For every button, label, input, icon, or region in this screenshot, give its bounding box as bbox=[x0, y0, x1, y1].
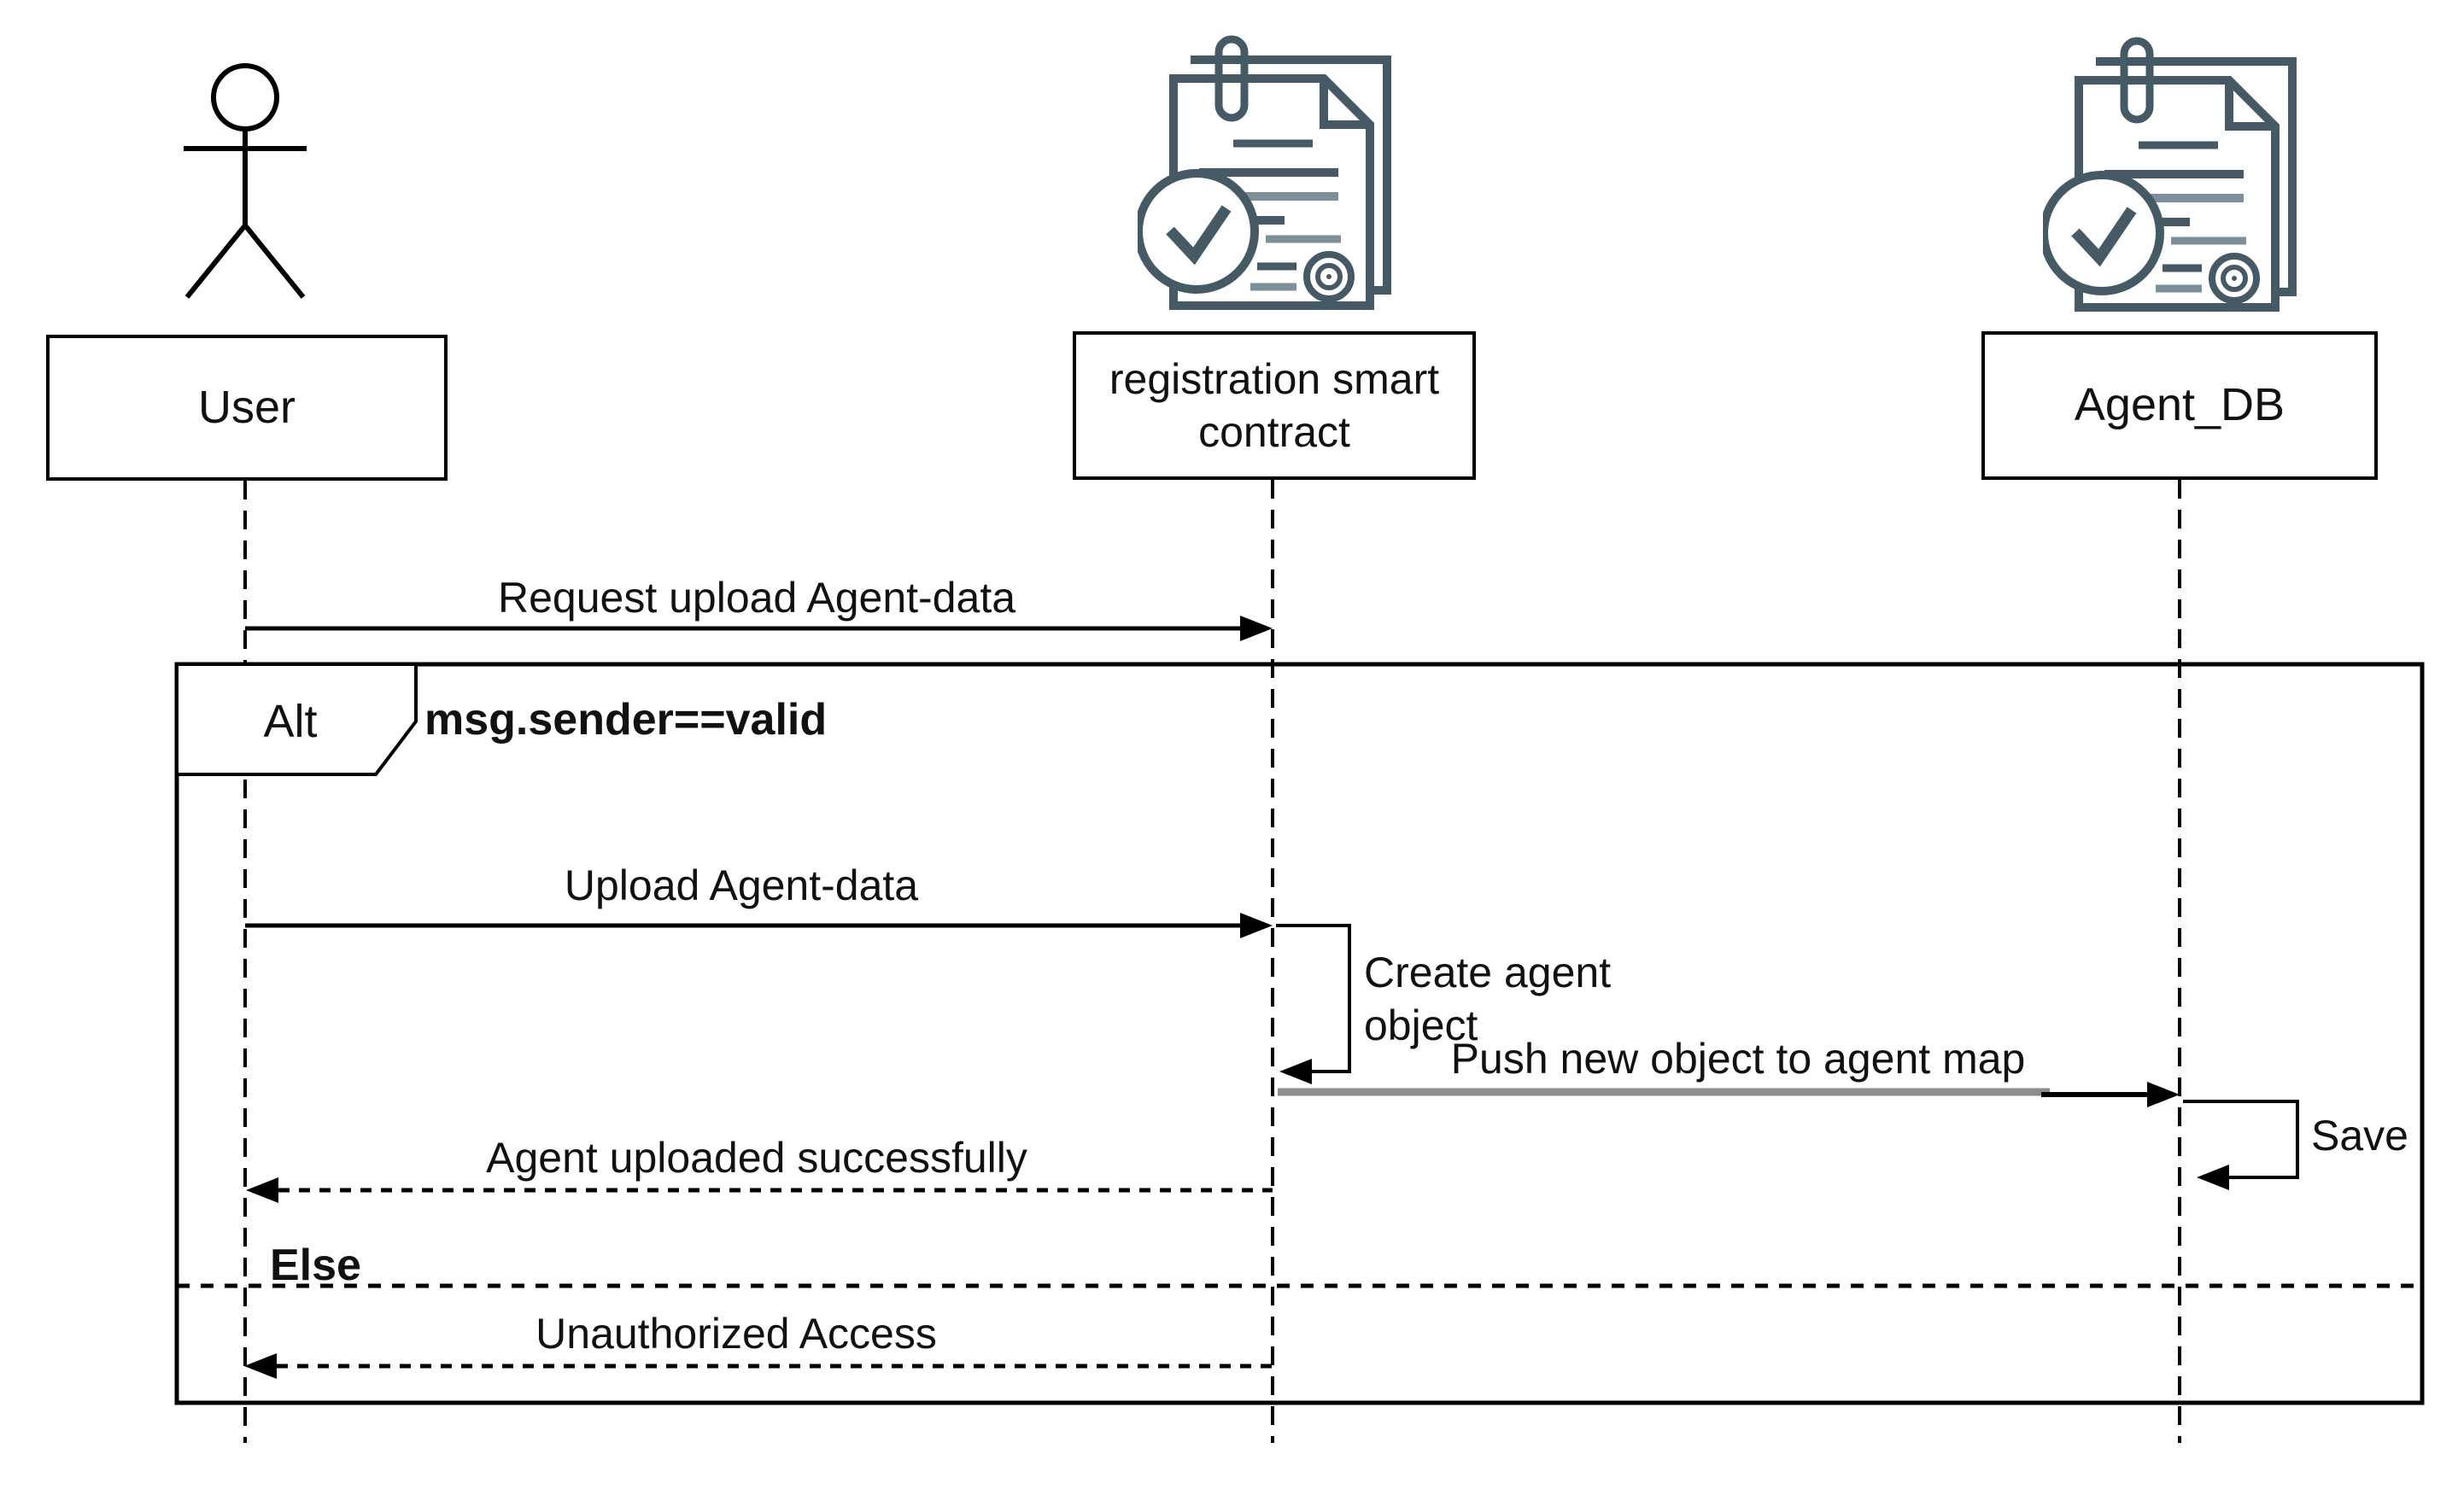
alt-guard-label: msg.sender==valid bbox=[424, 695, 828, 745]
actor-label-user: User bbox=[197, 381, 296, 433]
actor-box-contract: registration smart contract bbox=[1073, 331, 1476, 480]
alt-operator-label: Alt bbox=[263, 696, 318, 747]
arrow-push-object bbox=[1278, 1082, 2180, 1107]
actor-box-user: User bbox=[46, 335, 448, 481]
alt-fragment-frame bbox=[174, 662, 2425, 1405]
message-label-push: Push new object to agent map bbox=[1450, 1035, 2026, 1083]
actor-label-agent-db: Agent_DB bbox=[2074, 379, 2285, 431]
message-label-save: Save bbox=[2311, 1112, 2408, 1159]
actor-label-contract: registration smart contract bbox=[1109, 354, 1440, 457]
self-arrow-create-agent bbox=[1276, 924, 1351, 1084]
arrow-upload bbox=[245, 913, 1273, 938]
self-arrow-save bbox=[2183, 1100, 2299, 1190]
contract-icon bbox=[1138, 39, 1387, 306]
alt-operator-pentagon bbox=[175, 663, 418, 776]
else-label: Else bbox=[270, 1241, 361, 1290]
message-label-unauthorized: Unauthorized Access bbox=[536, 1310, 937, 1358]
message-label-request: Request upload Agent-data bbox=[497, 574, 1016, 622]
return-arrow-success bbox=[246, 1177, 1273, 1203]
user-person-icon bbox=[184, 63, 307, 299]
message-label-upload: Upload Agent-data bbox=[564, 861, 919, 909]
actor-box-agent-db: Agent_DB bbox=[1981, 331, 2378, 480]
arrow-request-upload bbox=[245, 616, 1273, 641]
return-arrow-unauthorized bbox=[244, 1353, 1273, 1379]
message-label-success: Agent uploaded successfully bbox=[486, 1134, 1027, 1182]
database-contract-icon bbox=[2044, 41, 2292, 307]
message-label-create: Create agent object bbox=[1364, 949, 1612, 1049]
